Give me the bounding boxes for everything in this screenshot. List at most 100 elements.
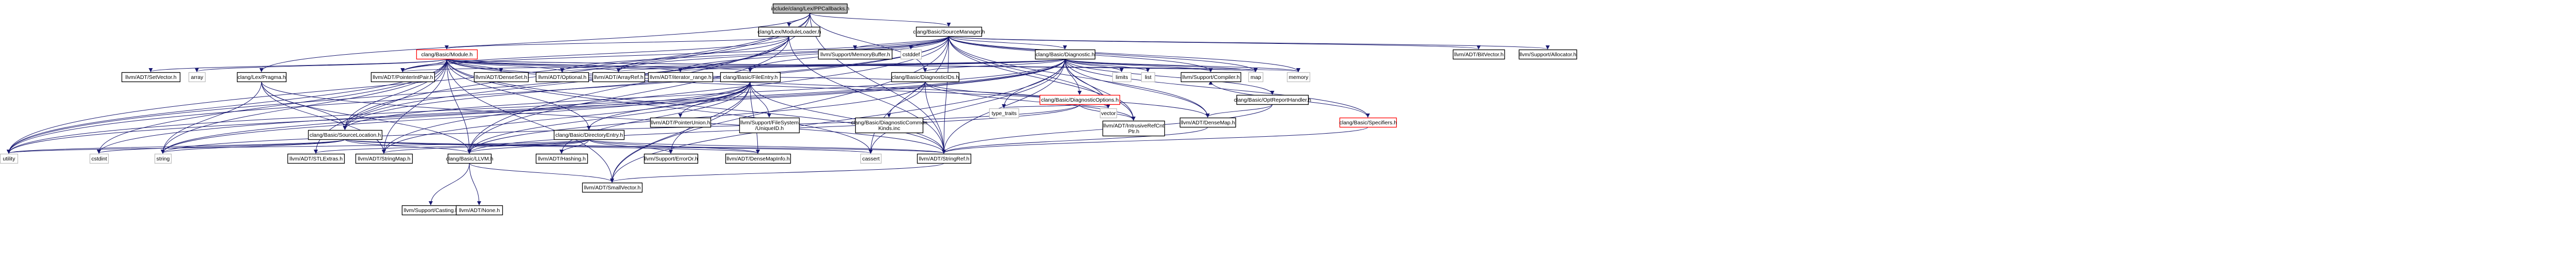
node-box [592, 72, 646, 83]
edge-srcmgr-to-iterrange [678, 36, 949, 72]
graph-node-typetraits[interactable]: type_traits [989, 108, 1020, 119]
graph-node-stlextras[interactable]: llvm/ADT/STLExtras.h [287, 153, 345, 164]
graph-node-srcmgr[interactable]: clang/Basic/SourceManager.h [913, 26, 985, 37]
graph-node-hashing[interactable]: llvm/ADT/Hashing.h [535, 153, 588, 164]
edge-module-to-cassert [446, 58, 873, 154]
edge-diagopts-to-typetraits [1002, 104, 1080, 108]
node-box [1518, 49, 1578, 60]
graph-node-pragma[interactable]: clang/Lex/Pragma.h [236, 72, 287, 83]
graph-node-fileentry[interactable]: clang/Basic/FileEntry.h [720, 72, 781, 83]
graph-node-cstddef[interactable]: cstddef [900, 49, 922, 60]
graph-node-stringmap[interactable]: llvm/ADT/StringMap.h [355, 153, 413, 164]
edge-direntry-to-stringref [588, 139, 946, 154]
graph-node-vector[interactable]: vector [1099, 108, 1117, 119]
graph-node-densemapinfo[interactable]: llvm/ADT/DenseMapInfo.h [725, 153, 791, 164]
graph-node-none[interactable]: llvm/ADT/None.h [455, 205, 503, 216]
node-label: utility [3, 156, 16, 162]
graph-node-root[interactable]: include/clang/Lex/PPCallbacks.h [771, 3, 850, 14]
graph-node-denseset[interactable]: llvm/ADT/DenseSet.h [473, 72, 529, 83]
graph-node-erroror[interactable]: llvm/Support/ErrorOr.h [643, 153, 699, 164]
graph-node-module[interactable]: clang/Basic/Module.h [416, 49, 478, 60]
edge-srcloc-to-llvmh [345, 139, 471, 154]
graph-node-pointerintpair[interactable]: llvm/ADT/PointerIntPair.h [370, 72, 435, 83]
node-box [553, 130, 625, 140]
node-box [1099, 108, 1117, 119]
graph-node-stringref[interactable]: llvm/ADT/StringRef.h [917, 153, 972, 164]
node-label: llvm/Support/Allocator.h [1519, 52, 1576, 58]
edge-srcloc-to-densemapinfo [345, 139, 760, 154]
graph-node-diagnostic[interactable]: clang/Basic/Diagnostic.h [1035, 49, 1096, 60]
node-label: llvm/ADT/STLExtras.h [290, 156, 343, 162]
edge-optremark-to-densemap [1206, 104, 1273, 118]
node-box [416, 49, 478, 60]
graph-node-limits[interactable]: limits [1112, 72, 1132, 83]
graph-node-diagopts[interactable]: clang/Basic/DiagnosticOptions.h [1039, 94, 1121, 105]
graph-node-string[interactable]: string [154, 153, 172, 164]
dependency-nodes: include/clang/Lex/PPCallbacks.h clang/Lex… [0, 3, 1578, 216]
edge-pragma-to-srcloc [261, 81, 347, 130]
graph-node-array[interactable]: array [188, 72, 206, 83]
graph-node-memorybuffer[interactable]: llvm/Support/MemoryBuffer.h [818, 49, 893, 60]
edge-diagnostic-to-specifiers [1064, 58, 1370, 118]
node-label: clang/Basic/SourceManager.h [913, 29, 985, 35]
edge-srcmgr-to-allocator [948, 36, 1550, 50]
edge-fileentry-to-smallvector [610, 81, 751, 183]
node-box [720, 72, 781, 83]
node-box [643, 153, 699, 164]
node-box [121, 72, 181, 83]
graph-node-bitvector[interactable]: llvm/ADT/BitVector.h [1452, 49, 1505, 60]
graph-node-setvector[interactable]: llvm/ADT/SetVector.h [121, 72, 181, 83]
node-label: clang/Basic/DiagnosticOptions.h [1041, 97, 1119, 103]
dependency-edges [7, 12, 1550, 205]
graph-node-pointerunion[interactable]: llvm/ADT/PointerUnion.h [650, 117, 711, 128]
graph-node-optional[interactable]: llvm/ADT/Optional.h [535, 72, 589, 83]
graph-node-casting[interactable]: llvm/Support/Casting.h [401, 205, 461, 216]
graph-node-uniqueid[interactable]: llvm/Support/FileSystem/UniqueID.h [739, 117, 800, 134]
graph-node-direntry[interactable]: clang/Basic/DirectoryEntry.h [553, 130, 625, 140]
edge-modloader-to-arrayref [616, 36, 789, 72]
edge-diagnostic-to-string [161, 58, 1065, 154]
node-label: array [191, 74, 204, 80]
node-label: vector [1101, 110, 1116, 117]
graph-node-llvmh[interactable]: clang/Basic/LLVM.h [446, 153, 494, 164]
node-label: llvm/Support/Casting.h [404, 207, 459, 214]
graph-node-cassert[interactable]: cassert [860, 153, 882, 164]
graph-node-cstdint[interactable]: cstdint [89, 153, 109, 164]
graph-node-srcloc[interactable]: clang/Basic/SourceLocation.h [308, 130, 383, 140]
graph-node-allocator[interactable]: llvm/Support/Allocator.h [1518, 49, 1578, 60]
node-box [154, 153, 172, 164]
graph-node-utility[interactable]: utility [0, 153, 19, 164]
node-label: cstdint [91, 156, 107, 162]
node-label: llvm/ADT/StringRef.h [919, 156, 969, 162]
node-box [473, 72, 529, 83]
graph-node-optremark[interactable]: clang/Basic/OptReportHandler.h [1234, 94, 1311, 105]
graph-node-compiler[interactable]: llvm/Support/Compiler.h [1180, 72, 1242, 83]
node-box [917, 153, 972, 164]
edge-direntry-to-utility [7, 139, 589, 154]
node-box [1179, 117, 1236, 128]
node-box [0, 153, 19, 164]
graph-node-densemap[interactable]: llvm/ADT/DenseMap.h [1179, 117, 1236, 128]
edge-direntry-to-stlextras [314, 139, 589, 154]
graph-node-modloader[interactable]: clang/Lex/ModuleLoader.h [757, 26, 821, 37]
graph-node-list[interactable]: list [1141, 72, 1156, 83]
graph-node-diagids[interactable]: clang/Basic/DiagnosticIDs.h [891, 72, 960, 83]
edge-srcloc-to-cstdint [97, 139, 345, 154]
graph-node-specifiers[interactable]: clang/Basic/Specifiers.h [1340, 117, 1397, 128]
graph-node-arrayref[interactable]: llvm/ADT/ArrayRef.h [592, 72, 646, 83]
graph-node-smallvector[interactable]: llvm/ADT/SmallVector.h [582, 182, 643, 193]
node-label: llvm/Support/FileSystem [740, 120, 799, 126]
edge-diagnostic-to-cassert [869, 58, 1065, 154]
node-label: llvm/ADT/SetVector.h [125, 74, 176, 80]
graph-node-map[interactable]: map [1248, 72, 1264, 83]
node-box [900, 49, 922, 60]
graph-node-iterrange[interactable]: llvm/ADT/iterator_range.h [648, 72, 714, 83]
edge-srcmgr-to-arrayref [616, 36, 949, 72]
edge-pragma-to-string [161, 81, 262, 154]
edge-direntry-to-densemapinfo [588, 139, 760, 154]
edge-diagids-to-diagcommonkinds [887, 81, 925, 118]
graph-node-memory[interactable]: memory [1286, 72, 1311, 83]
